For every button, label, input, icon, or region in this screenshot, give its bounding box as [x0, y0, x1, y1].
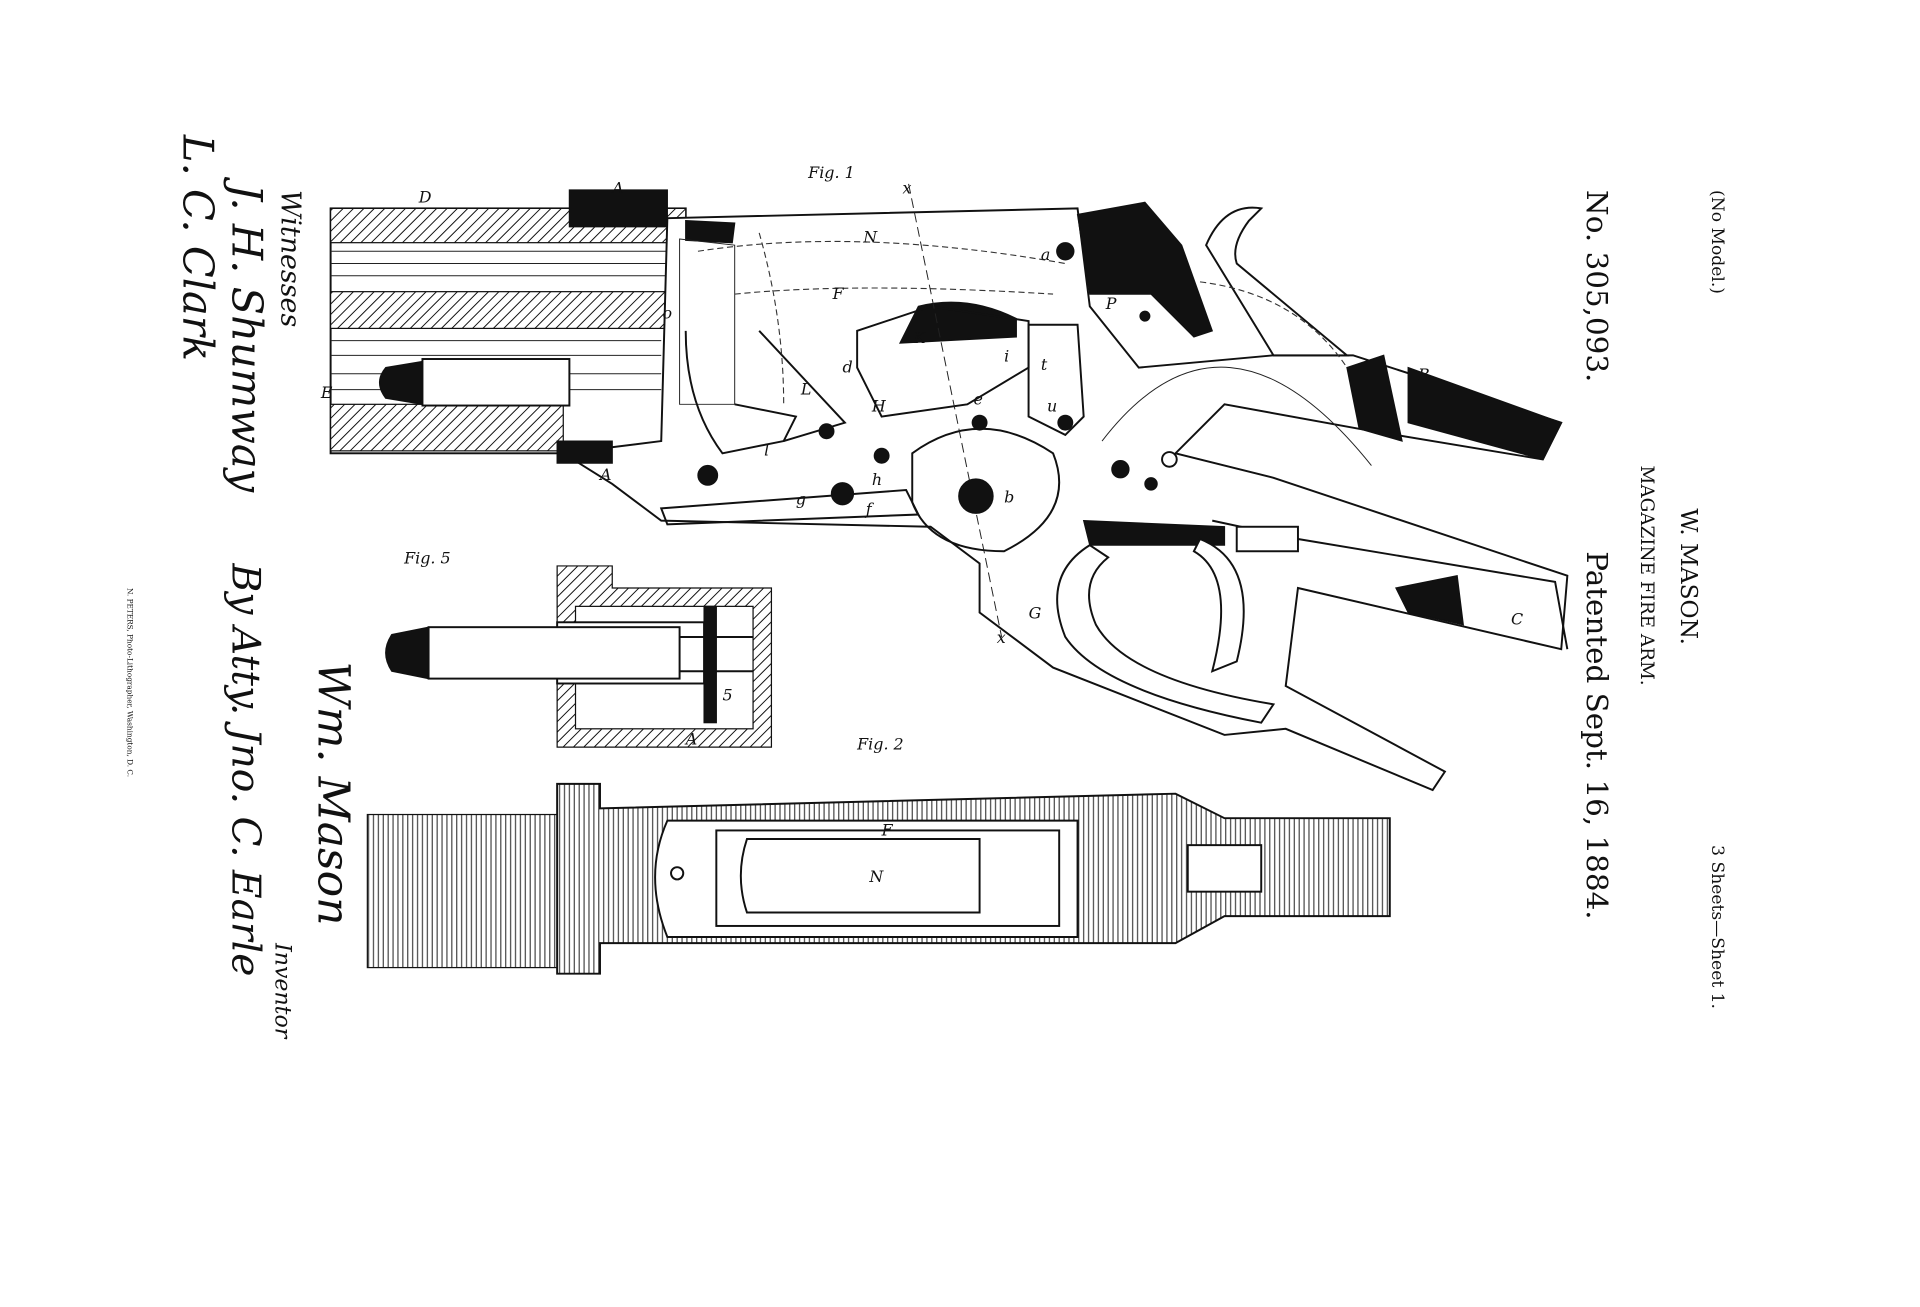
part-label: K: [912, 328, 926, 347]
fig1-labels: Fig. 1 D A A E F N a P B C G H L K b e i…: [320, 163, 1523, 647]
part-label: x: [997, 628, 1006, 647]
signatures: Witnesses J. H. Shumway L. C. Clark Wm. …: [125, 134, 358, 1040]
no-model-note: (No Model.): [1707, 190, 1727, 294]
part-label: C: [1511, 610, 1523, 629]
patent-date: Patented Sept. 16, 1884.: [1580, 551, 1614, 919]
pins: [697, 242, 1178, 514]
part-label: D: [418, 187, 432, 206]
part-label: f: [865, 500, 875, 519]
patent-header: (No Model.) No. 305,093. W. MASON. MAGAZ…: [1580, 190, 1727, 1009]
part-label: l: [764, 441, 769, 460]
part-label: 5: [722, 686, 732, 705]
lever: [1056, 543, 1276, 724]
part-label: a: [1041, 245, 1050, 264]
part-label: A: [684, 730, 698, 749]
figure-5: Fig. 5 A 5: [385, 549, 773, 749]
part-label: h: [872, 470, 882, 489]
figure-1: Fig. 1 D A A E F N a P B C G H L K b e i…: [320, 163, 1569, 792]
trigger: [1192, 537, 1245, 673]
part-label: e: [973, 389, 982, 408]
cartridge: [378, 360, 424, 406]
part-label: b: [1004, 487, 1014, 506]
sheet-count: 3 Sheets—Sheet 1.: [1707, 845, 1727, 1009]
inventor-name: W. MASON.: [1675, 508, 1702, 644]
witness-1-signature: J. H. Shumway: [223, 177, 272, 493]
part-label: A: [610, 179, 624, 198]
witness-2-signature: L. C. Clark: [174, 134, 223, 361]
part-label: d: [842, 357, 852, 376]
part-label: i: [1004, 346, 1009, 365]
lithographer-imprint: N. PETERS, Photo-Lithographer, Washingto…: [125, 588, 134, 777]
patent-number: No. 305,093.: [1580, 190, 1614, 382]
part-label: g: [796, 490, 806, 509]
part-label: x: [902, 179, 911, 198]
part-label: F: [832, 284, 845, 303]
part-label: A: [598, 465, 612, 484]
part-label: u: [1047, 397, 1057, 416]
attorney-signature: By Atty. Jno. C. Earle: [223, 563, 268, 977]
part-label: o: [662, 304, 672, 323]
inventor-role: Inventor: [270, 942, 295, 1040]
part-label: G: [1029, 604, 1042, 623]
part-label: N: [868, 867, 884, 886]
part-label: E: [320, 383, 333, 402]
hammer: [1076, 201, 1214, 338]
invention-title: MAGAZINE FIRE ARM.: [1636, 466, 1657, 686]
part-label: N: [862, 228, 878, 247]
fig2-title: Fig. 2: [856, 735, 904, 754]
part-label: F: [881, 820, 894, 839]
part-label: L: [800, 380, 812, 399]
witnesses-label: Witnesses: [275, 190, 306, 327]
part-label: P: [1105, 294, 1117, 313]
part-label: t: [1041, 355, 1048, 374]
inventor-signature: Wm. Mason: [307, 661, 358, 925]
fig5-title: Fig. 5: [403, 549, 451, 568]
part-label: H: [871, 397, 887, 416]
fig1-title: Fig. 1: [807, 163, 855, 182]
figure-2: Fig. 2 F N: [366, 735, 1391, 975]
part-label: B: [1417, 365, 1430, 384]
